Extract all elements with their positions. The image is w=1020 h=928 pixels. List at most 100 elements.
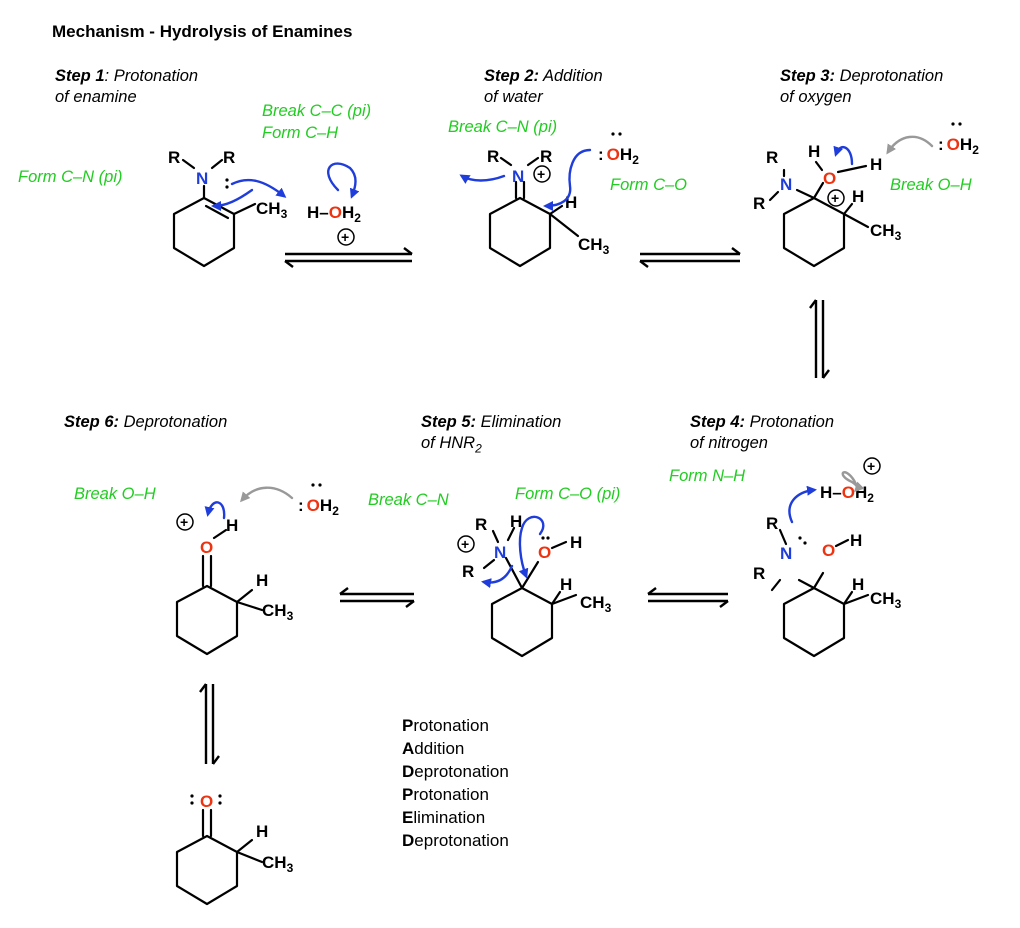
svg-text:O: O (822, 541, 835, 560)
protonated-ketone-molecule: O H + H CH3 (175, 513, 294, 656)
step-5-number: Step 5: (421, 413, 477, 431)
equilibrium-arrow-icon (339, 587, 415, 608)
curved-arrow-icon (788, 485, 817, 524)
svg-text:N: N (196, 169, 208, 188)
svg-text:+: + (461, 536, 469, 552)
svg-text:O: O (538, 543, 551, 562)
equilibrium-arrow-icon (199, 683, 220, 765)
mnemonic-line: Addition (402, 739, 465, 758)
annotation-break-cc-pi: Break C–C (pi) (262, 102, 372, 120)
step-2-desc: Addition (539, 67, 603, 85)
svg-text:H: H (560, 575, 572, 594)
svg-text:R: R (753, 564, 765, 583)
svg-text::OH2: :OH2 (938, 135, 979, 157)
svg-text:R: R (487, 147, 499, 166)
water-molecule-1: :OH2 (598, 132, 639, 167)
curved-arrow-icon (543, 148, 592, 211)
iminium-molecule: R R N + H CH3 (487, 147, 610, 268)
svg-text:R: R (753, 194, 765, 213)
equilibrium-arrow-icon (647, 587, 729, 608)
svg-text:+: + (341, 229, 349, 245)
curved-arrow-icon (204, 501, 226, 520)
step-6-heading: Step 6: Deprotonation (64, 412, 227, 433)
step-5-desc-sub: 2 (475, 441, 482, 456)
mnemonic-line: Protonation (402, 785, 489, 804)
svg-text:H: H (226, 516, 238, 535)
curved-arrow-icon (481, 564, 514, 589)
svg-text:R: R (540, 147, 552, 166)
oxonium-molecule: R R N O H H + H CH3 (753, 142, 902, 268)
svg-text::OH2: :OH2 (298, 496, 339, 518)
step-3-heading: Step 3: Deprotonation of oxygen (780, 66, 943, 108)
step-3-number: Step 3: (780, 67, 836, 85)
hydronium-2: H–OH2 + (820, 457, 881, 505)
svg-text:H: H (808, 142, 820, 161)
pade-mnemonic: Protonation Addition Deprotonation Proto… (402, 714, 509, 852)
svg-text:H: H (570, 533, 582, 552)
water-molecule-3: :OH2 (298, 483, 339, 518)
svg-text:+: + (180, 514, 188, 530)
annotation-form-co: Form C–O (610, 176, 688, 194)
step-2-number: Step 2: (484, 67, 540, 85)
mnemonic-line: Elimination (402, 808, 486, 827)
step-4-heading: Step 4: Protonation of nitrogen (690, 412, 834, 454)
svg-text:H: H (870, 155, 882, 174)
water-molecule-2: :OH2 (938, 122, 979, 157)
step-5-heading: Step 5: Elimination of HNR2 (421, 412, 561, 459)
svg-text:H: H (852, 575, 864, 594)
enamine-molecule: R R N CH3 (168, 148, 288, 268)
svg-text:O: O (823, 169, 836, 188)
svg-text:+: + (831, 190, 839, 206)
svg-text:R: R (223, 148, 235, 167)
step-1-number: Step 1 (55, 67, 105, 85)
step-2-heading: Step 2: Addition of water (484, 66, 603, 108)
curved-arrow-icon (886, 135, 934, 155)
step-1-desc: Protonation (109, 67, 199, 85)
svg-text:R: R (462, 562, 474, 581)
step-5-desc-2: of HNR (421, 434, 476, 452)
svg-text:CH3: CH3 (256, 199, 288, 221)
svg-text:H: H (852, 187, 864, 206)
svg-text:H–OH2: H–OH2 (307, 203, 361, 225)
curved-arrow-icon (459, 174, 506, 184)
curved-arrow-icon (240, 486, 294, 503)
svg-text:CH3: CH3 (870, 589, 902, 611)
step-6-number: Step 6: (64, 413, 120, 431)
step-4-desc: Protonation (745, 413, 834, 431)
mnemonic-line: Protonation (402, 716, 489, 735)
svg-text:R: R (766, 514, 778, 533)
curved-arrow-icon (327, 162, 360, 199)
svg-text:H: H (565, 193, 577, 212)
step-1-separator: : (104, 67, 110, 85)
annotation-form-cn-pi: Form C–N (pi) (18, 168, 123, 186)
svg-text:CH3: CH3 (580, 593, 612, 615)
protonated-carbinolamine-molecule: R H R N + O H H CH3 (457, 512, 612, 658)
svg-text:O: O (200, 792, 213, 811)
step-2-desc-2: of water (484, 88, 543, 106)
step-3-desc-2: of oxygen (780, 88, 852, 106)
svg-text:N: N (780, 544, 792, 563)
curved-arrow-icon (211, 188, 254, 211)
curved-arrow-icon (841, 471, 865, 493)
svg-text:N: N (494, 543, 506, 562)
svg-text:CH3: CH3 (262, 601, 294, 623)
svg-text:R: R (168, 148, 180, 167)
svg-text:CH3: CH3 (262, 853, 294, 875)
svg-text:CH3: CH3 (870, 221, 902, 243)
step-1-heading: Step 1: Protonation of enamine (55, 66, 198, 108)
equilibrium-arrow-icon (809, 299, 830, 379)
svg-text:N: N (512, 167, 524, 186)
svg-text:R: R (475, 515, 487, 534)
step-6-desc: Deprotonation (119, 413, 228, 431)
curved-arrow-icon (230, 178, 287, 198)
svg-text:CH3: CH3 (578, 235, 610, 257)
svg-text:N: N (780, 175, 792, 194)
step-1-desc-2: of enamine (55, 88, 137, 106)
annotation-break-cn: Break C–N (368, 491, 449, 509)
svg-text:H: H (510, 512, 522, 531)
svg-text:O: O (200, 538, 213, 557)
curved-arrow-icon (833, 145, 854, 166)
annotation-form-nh: Form N–H (669, 467, 746, 485)
svg-text::OH2: :OH2 (598, 145, 639, 167)
